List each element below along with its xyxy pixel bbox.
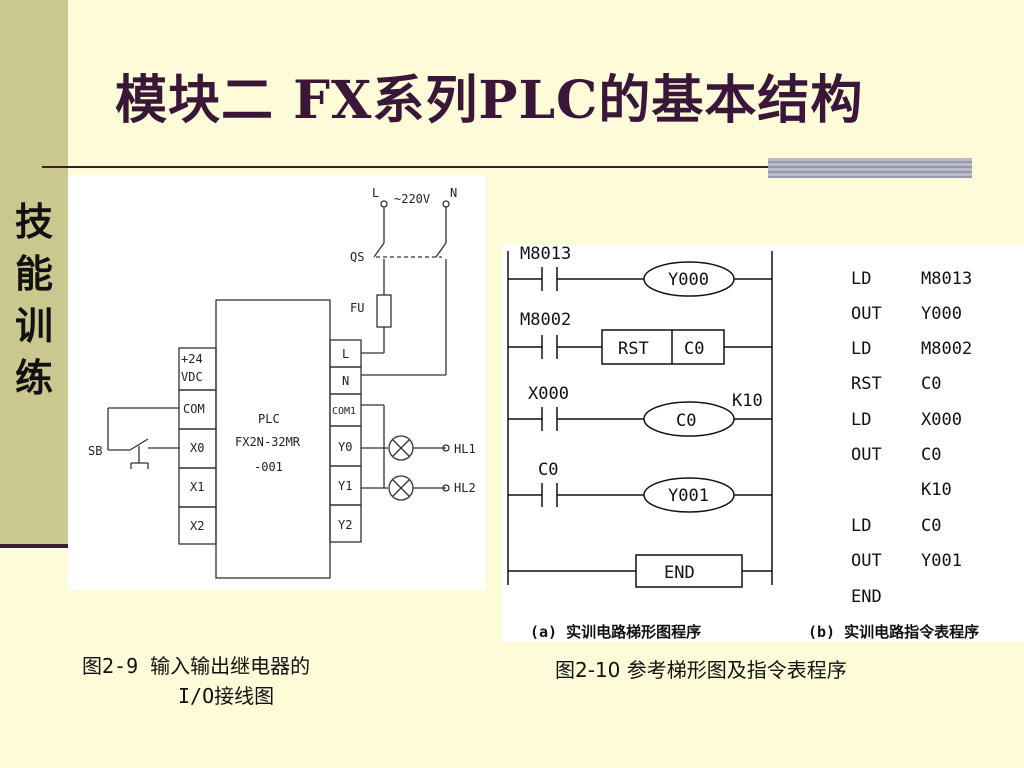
title-rule xyxy=(42,166,772,168)
wiring-diagram-panel: L N ~220V QS FU PLC FX2N-32MR -001 +24 V… xyxy=(68,175,486,590)
dc-label: VDC xyxy=(181,370,203,384)
instruction-arg: C0 xyxy=(921,516,941,536)
right-terminal-label: N xyxy=(342,374,349,388)
box-label: RST xyxy=(618,339,649,359)
hl2-label: HL2 xyxy=(454,481,476,495)
sidebar-bottom-rule xyxy=(0,544,68,548)
instruction-op: OUT xyxy=(851,445,882,465)
instruction-arg: X000 xyxy=(921,410,962,430)
instruction-op: LD xyxy=(851,269,871,289)
contact-label: M8002 xyxy=(520,310,571,330)
plc-name-label: PLC xyxy=(258,412,280,426)
left-terminal-label: X2 xyxy=(190,519,204,533)
side-label-char: 能 xyxy=(14,252,53,296)
instruction-op: LD xyxy=(851,339,871,359)
instruction-op: LD xyxy=(851,410,871,430)
sb-label: SB xyxy=(88,444,102,458)
instruction-arg: M8013 xyxy=(921,269,972,289)
qs-label: QS xyxy=(350,250,364,264)
right-terminal-label: Y2 xyxy=(338,518,352,532)
contact-label: X000 xyxy=(528,384,569,404)
ladder-caption-b: (b) 实训电路指令表程序 xyxy=(808,623,979,641)
ladder-panel: M8013 Y000 M8002 RST C0 X000 C0 K10 C0 Y… xyxy=(502,244,1024,642)
side-label: 技 能 训 练 xyxy=(14,196,54,404)
supply-l-label: L xyxy=(372,186,379,200)
instruction-op: OUT xyxy=(851,304,882,324)
figure-2-9-caption-line: I/O接线图 xyxy=(178,684,275,708)
instruction-arg: Y000 xyxy=(921,304,962,324)
instruction-arg: K10 xyxy=(921,480,952,500)
dc-label: +24 xyxy=(181,352,203,366)
right-terminal-label: L xyxy=(342,347,349,361)
ladder-diagram: M8013 Y000 M8002 RST C0 X000 C0 K10 C0 Y… xyxy=(507,244,979,641)
instruction-op: OUT xyxy=(851,551,882,571)
instruction-arg: C0 xyxy=(921,374,941,394)
instruction-arg: C0 xyxy=(921,445,941,465)
side-label-char: 技 xyxy=(14,200,53,244)
instruction-op: LD xyxy=(851,516,871,536)
coil-label: C0 xyxy=(676,411,696,431)
plc-suffix-label: -001 xyxy=(254,460,283,474)
preset-label: K10 xyxy=(732,391,763,411)
coil-label: Y001 xyxy=(668,486,709,506)
title-accent-bar xyxy=(768,158,972,178)
page-title: 模块二 FX系列PLC的基本结构 xyxy=(115,70,864,131)
coil-label: Y000 xyxy=(668,270,709,290)
contact-label: M8013 xyxy=(520,245,571,264)
right-terminal-label: Y0 xyxy=(338,440,352,454)
right-terminal-label: COM1 xyxy=(332,406,356,417)
instruction-op: END xyxy=(851,587,882,607)
figure-2-10-caption: 图2-10 参考梯形图及指令表程序 xyxy=(555,658,847,682)
figure-2-9-caption-line: 图2-9 输入输出继电器的 xyxy=(82,654,311,678)
right-terminal-label: Y1 xyxy=(338,479,352,493)
instruction-arg: Y001 xyxy=(921,551,962,571)
end-label: END xyxy=(664,563,695,583)
ladder-caption-a: (a) 实训电路梯形图程序 xyxy=(530,623,701,641)
sidebar-band xyxy=(0,0,68,548)
side-label-char: 练 xyxy=(14,356,53,400)
left-terminal-label: X1 xyxy=(190,480,204,494)
instruction-arg: M8002 xyxy=(921,339,972,359)
side-label-char: 训 xyxy=(14,304,53,348)
box-label: C0 xyxy=(684,339,704,359)
hl1-label: HL1 xyxy=(454,442,476,456)
instruction-op: RST xyxy=(851,374,882,394)
wiring-diagram: L N ~220V QS FU PLC FX2N-32MR -001 +24 V… xyxy=(88,186,476,579)
fu-label: FU xyxy=(350,301,364,315)
supply-n-label: N xyxy=(450,186,457,200)
left-terminal-label: X0 xyxy=(190,441,204,455)
voltage-label: ~220V xyxy=(394,192,430,206)
plc-model-label: FX2N-32MR xyxy=(235,435,301,449)
contact-label: C0 xyxy=(538,460,558,480)
left-terminal-label: COM xyxy=(183,402,205,416)
figure-2-9-caption: 图2-9 输入输出继电器的 I/O接线图 xyxy=(82,651,310,711)
